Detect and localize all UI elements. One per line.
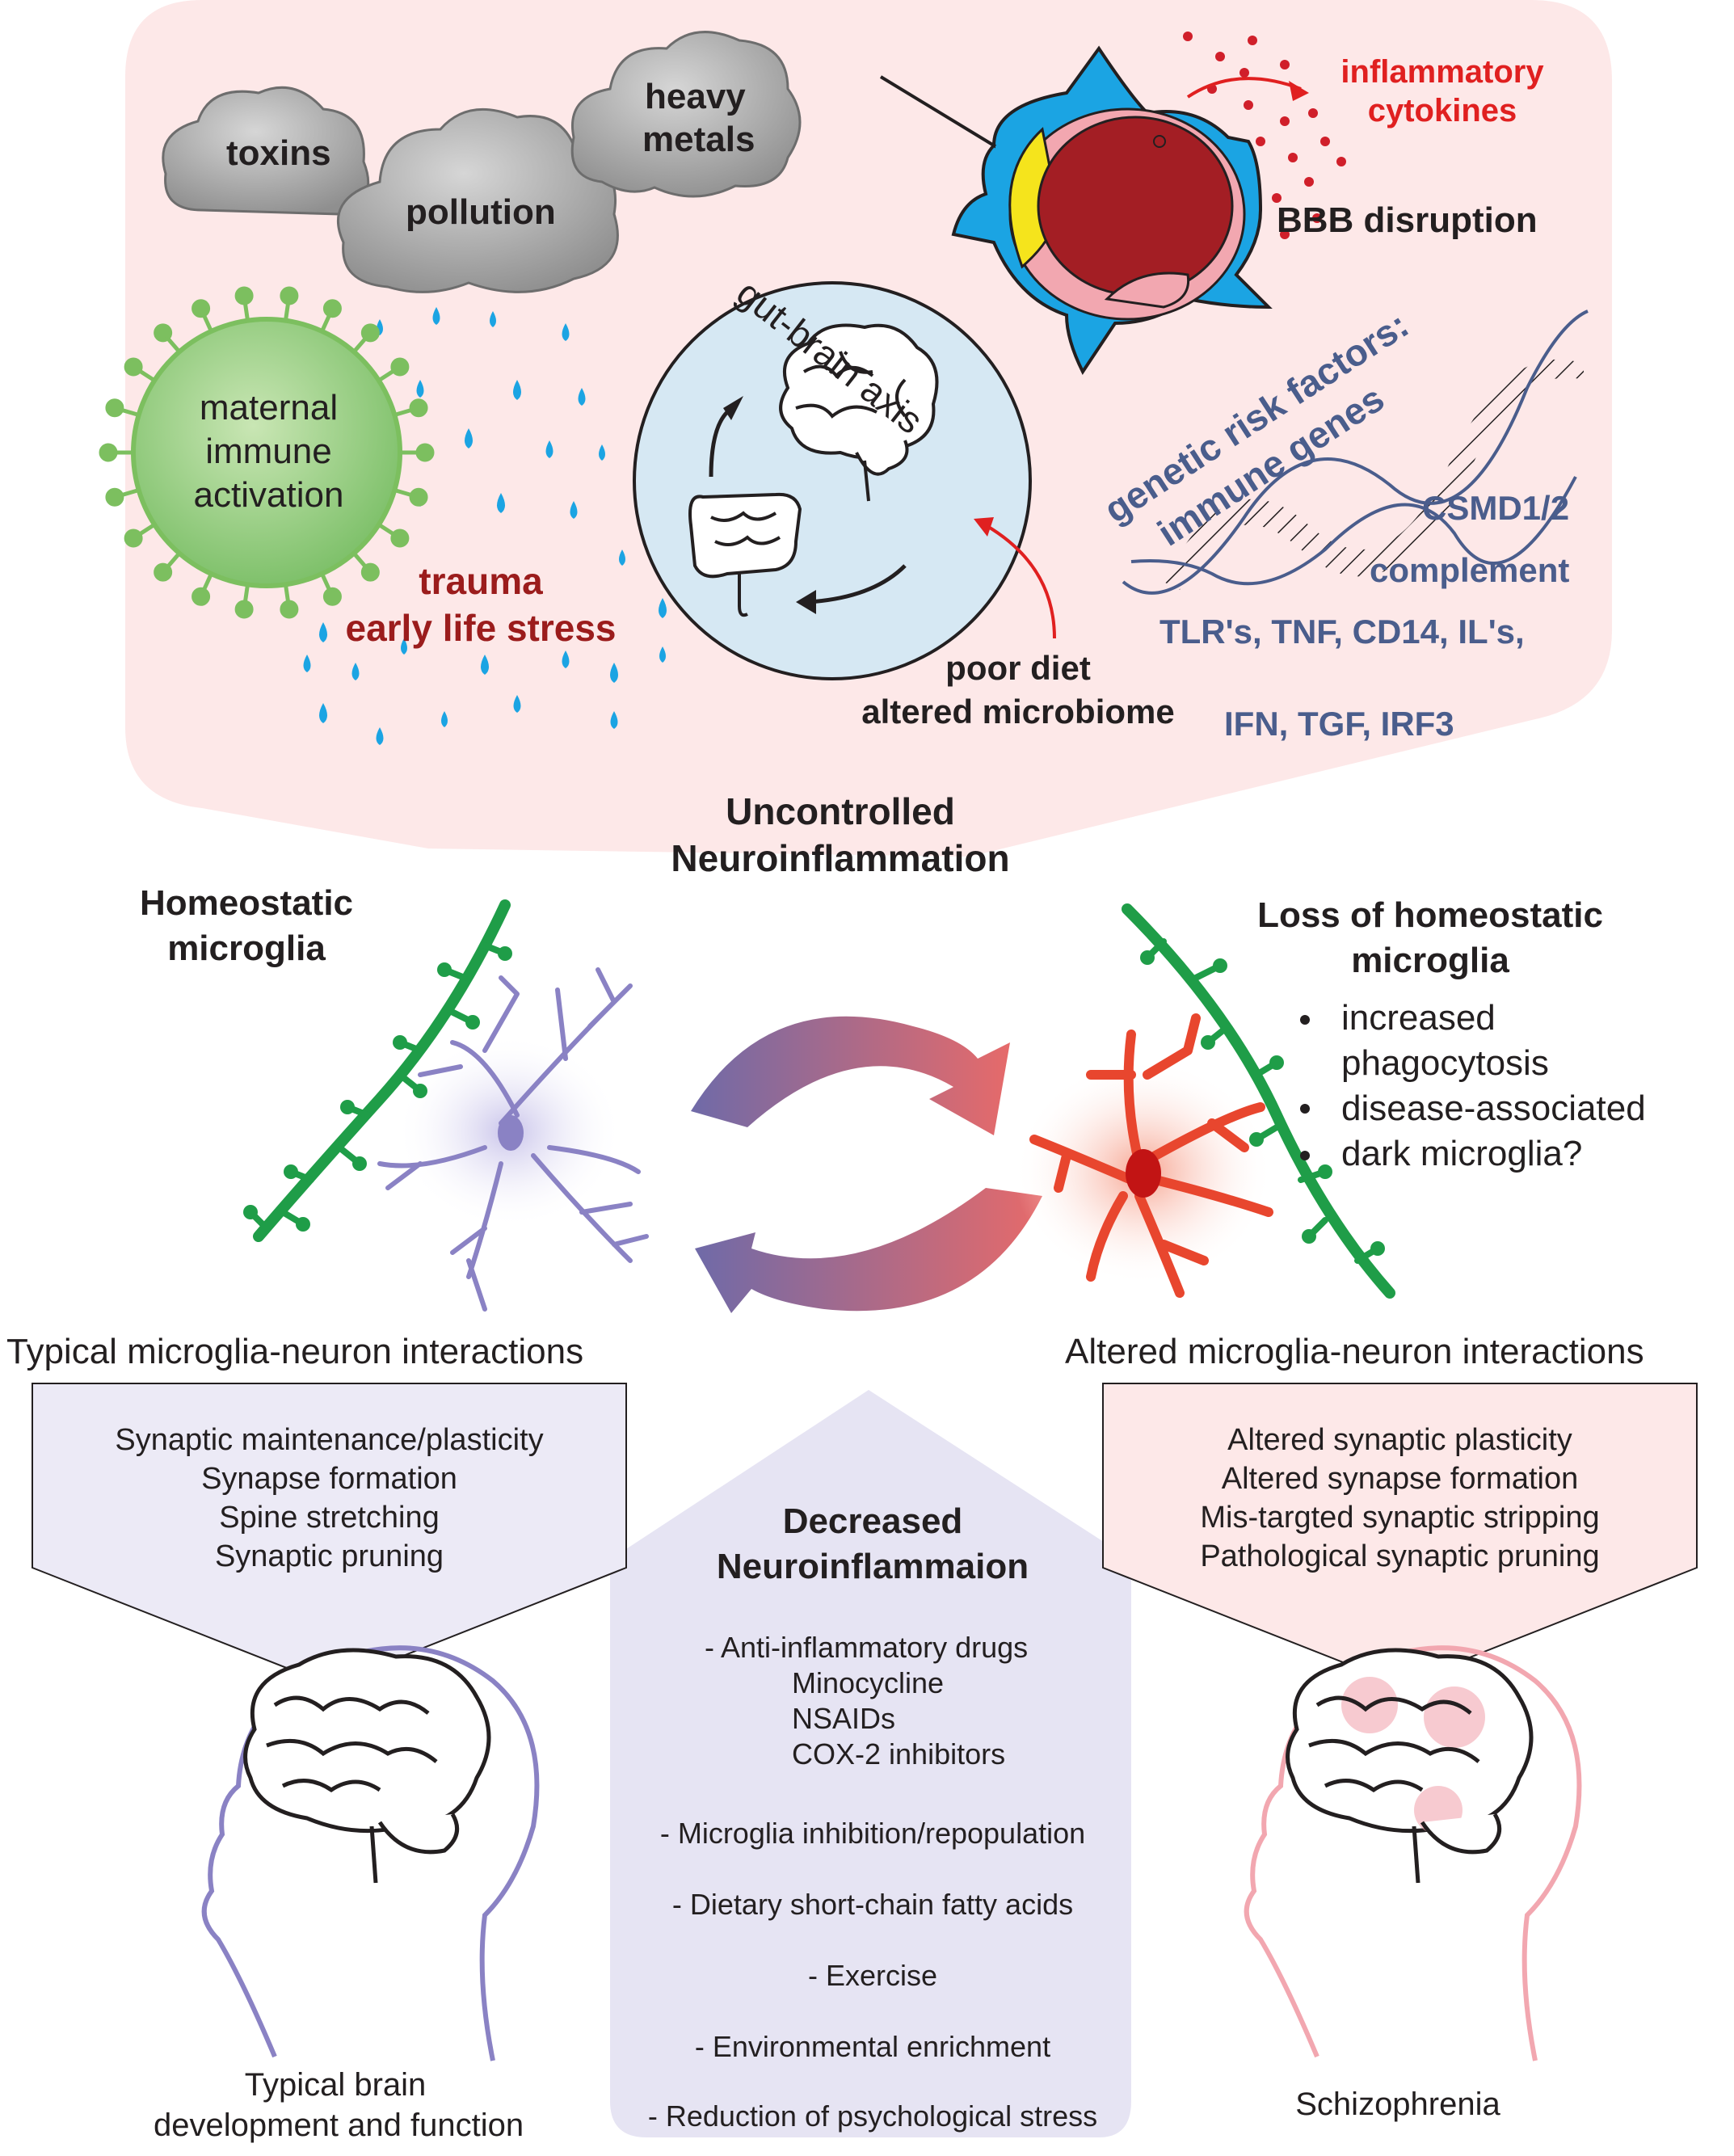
virus-label: maternal immune activation [193, 388, 344, 515]
typical-brain-label: Typical brain development and function [154, 2067, 524, 2143]
decreased-item-0: - Anti-inflammatory drugs [705, 1631, 1029, 1664]
decreased-item-1: Minocycline [792, 1666, 945, 1699]
trauma-label: trauma early life stress [345, 560, 617, 649]
dendrite-right-icon [1122, 903, 1395, 1299]
bullet-dots-icon [1300, 1015, 1310, 1160]
typical-box [32, 1383, 627, 1686]
altered-interactions-title: Altered microglia-neuron interactions [1065, 1332, 1644, 1371]
bbb-label: BBB disruption [1277, 200, 1538, 240]
homeostatic-microglia-icon [377, 967, 649, 1312]
decreased-item-6: - Exercise [807, 1959, 938, 1992]
loss-bullets: increased phagocytosis disease-associate… [1341, 998, 1646, 1173]
typical-interactions-title: Typical microglia-neuron interactions [6, 1332, 584, 1371]
virus-icon [99, 286, 435, 619]
brain-icon [779, 323, 939, 502]
toxins-cloud-icon [162, 86, 370, 216]
decreased-item-5: - Dietary short-chain fatty acids [671, 1888, 1074, 1921]
pollution-label: pollution [406, 192, 556, 232]
reactive-microglia-icon [1014, 1013, 1273, 1298]
decreased-item-3: COX-2 inhibitors [792, 1737, 1006, 1771]
uncontrolled-label: Uncontrolled Neuroinflammation [671, 790, 1010, 879]
typical-interactions-list: Synaptic maintenance/plasticity Synapse … [115, 1423, 544, 1573]
decreased-title: Decreased Neuroinflammaion [716, 1501, 1029, 1586]
intestine-icon [688, 492, 802, 617]
altered-box [1102, 1383, 1698, 1686]
cycle-arrow-bottom-icon [695, 1188, 1042, 1313]
gene-tlr: TLR's, TNF, CD14, IL's, [1160, 613, 1525, 651]
toxins-label: toxins [226, 133, 331, 173]
pollution-cloud-icon [336, 107, 619, 293]
gene-csmd: CSMD1/2 [1422, 489, 1570, 527]
lavender-bottom-panel [610, 1390, 1131, 2137]
schizophrenia-brain-icon [1286, 1648, 1534, 1884]
heavy-metals-cloud-icon [570, 31, 802, 198]
cytokine-arrow-icon [1186, 77, 1309, 101]
decreased-item-7: - Environmental enrichment [694, 2030, 1051, 2063]
homeostatic-label: Homeostatic microglia [139, 883, 354, 968]
cycle-arrow-top-icon [691, 1016, 1010, 1135]
dna-helix-icon [1122, 310, 1589, 595]
dendrite-left-icon [243, 899, 512, 1242]
blood-vessel-icon [879, 45, 1273, 375]
decreased-item-4: - Microglia inhibition/repopulation [659, 1817, 1086, 1850]
cytokines-label: inflammatory cytokines [1340, 54, 1544, 128]
cytokine-dots-icon [1183, 32, 1346, 239]
gene-ifn: IFN, TGF, IRF3 [1224, 705, 1454, 743]
metals-label: metals [642, 120, 755, 159]
altered-interactions-list: Altered synaptic plasticity Altered syna… [1200, 1423, 1600, 1573]
schizophrenia-label: Schizophrenia [1295, 2087, 1500, 2122]
heavy-label: heavy [645, 77, 746, 116]
loss-title: Loss of homeostatic microglia [1257, 895, 1603, 980]
diet-arrow-icon [974, 517, 1056, 639]
typical-brain-icon [243, 1648, 491, 1884]
decreased-item-8: - Reduction of psychological stress [647, 2099, 1098, 2133]
gene-complement: complement [1370, 551, 1570, 589]
diet-label: poor diet altered microbiome [861, 649, 1175, 731]
decreased-item-2: NSAIDs [792, 1702, 896, 1735]
